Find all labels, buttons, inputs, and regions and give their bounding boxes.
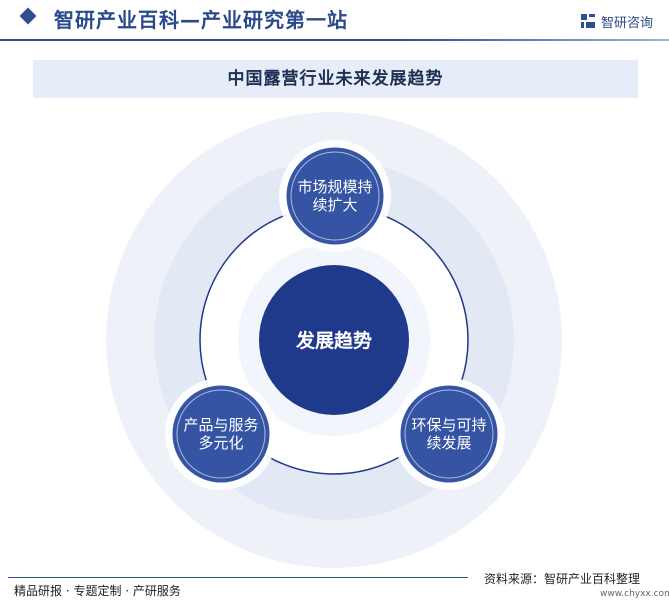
top-node-line-2: 续扩大 xyxy=(312,196,358,214)
center-circle xyxy=(259,265,409,415)
title-banner: 中国露营行业未来发展趋势 xyxy=(33,60,638,98)
node-left xyxy=(165,378,277,490)
left-node-line-1: 产品与服务 xyxy=(183,416,259,434)
left-node-line-2: 多元化 xyxy=(198,434,244,452)
node-top xyxy=(279,140,391,252)
footer-divider xyxy=(8,577,468,578)
node-right xyxy=(393,378,505,490)
brand-logo-icon xyxy=(581,14,595,28)
diamond-icon xyxy=(19,7,37,25)
brand-name: 智研咨询 xyxy=(601,16,654,31)
diagram-title: 中国露营行业未来发展趋势 xyxy=(227,69,444,89)
top-node-label: 市场规模持 续扩大 xyxy=(286,160,384,232)
header-divider xyxy=(0,39,669,41)
site-title: 智研产业百科—产业研究第一站 xyxy=(54,8,348,32)
right-node-line-2: 续发展 xyxy=(426,434,472,452)
trend-diagram xyxy=(106,112,562,568)
center-node-label: 发展趋势 xyxy=(258,289,410,389)
top-node-line-1: 市场规模持 xyxy=(297,178,373,196)
center-text: 发展趋势 xyxy=(295,329,372,352)
data-source: 资料来源：智研产业百科整理 xyxy=(484,572,641,586)
left-node-label: 产品与服务 多元化 xyxy=(172,398,270,470)
footer-url: www.chyxx.com xyxy=(600,589,669,599)
page-header: 智研产业百科—产业研究第一站 智研咨询 xyxy=(0,0,669,46)
right-node-line-1: 环保与可持 xyxy=(411,416,487,434)
footer-services: 精品研报 · 专题定制 · 产研服务 xyxy=(14,584,181,598)
right-node-label: 环保与可持 续发展 xyxy=(400,398,498,470)
